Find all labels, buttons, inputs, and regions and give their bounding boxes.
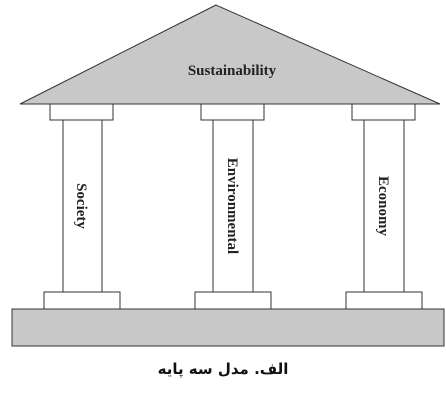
pillar-shaft — [62, 119, 103, 293]
pillar-capital — [49, 103, 114, 121]
pillar-capital — [200, 103, 265, 121]
pillar-shaft — [363, 119, 405, 293]
pillar-plinth — [194, 291, 272, 310]
figure-caption: الف. مدل سه پایه — [157, 360, 289, 378]
pillar-capital — [351, 103, 416, 121]
pillar-plinth — [43, 291, 121, 310]
pillar-label: Society — [73, 183, 89, 229]
base-platform — [11, 308, 445, 347]
pillar-label: Economy — [375, 176, 391, 237]
pillar-economy: Economy — [345, 103, 423, 310]
pillar-society: Society — [43, 103, 121, 310]
pillar-environmental: Environmental — [194, 103, 272, 310]
roof-label: Sustainability — [188, 63, 277, 79]
pillar-plinth — [345, 291, 423, 310]
pillar-label: Environmental — [224, 158, 240, 254]
pillar-shaft — [212, 119, 254, 293]
roof — [19, 4, 441, 105]
